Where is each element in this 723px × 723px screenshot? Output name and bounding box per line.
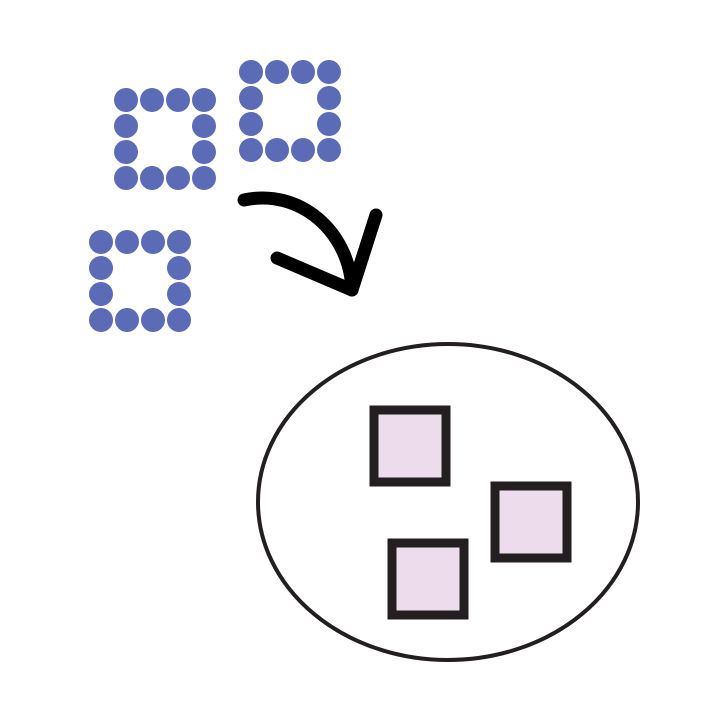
- filled-square-icon: [387, 538, 469, 620]
- dot: [114, 114, 138, 138]
- dot: [167, 282, 191, 306]
- dot: [141, 308, 165, 332]
- dot: [239, 86, 263, 110]
- filled-square-icon: [490, 481, 572, 563]
- dotted-square-icon: [89, 230, 191, 332]
- container-oval: [256, 342, 640, 662]
- dot: [317, 138, 341, 162]
- dot: [167, 308, 191, 332]
- dot: [239, 138, 263, 162]
- dot: [114, 88, 138, 112]
- dotted-square-icon: [239, 60, 341, 162]
- dot: [140, 166, 164, 190]
- dot: [89, 308, 113, 332]
- dot: [291, 138, 315, 162]
- dot: [192, 140, 216, 164]
- dot: [239, 112, 263, 136]
- dot: [115, 308, 139, 332]
- dot: [192, 114, 216, 138]
- curved-arrow-icon: [237, 191, 359, 297]
- filled-square-icon: [369, 405, 451, 487]
- dot: [192, 88, 216, 112]
- dot: [115, 230, 139, 254]
- dot: [317, 60, 341, 84]
- dotted-square-icon: [114, 88, 216, 190]
- inner-square-group: [369, 405, 572, 620]
- dot: [89, 282, 113, 306]
- dot: [317, 112, 341, 136]
- dot: [291, 60, 315, 84]
- dot: [239, 60, 263, 84]
- dot: [167, 256, 191, 280]
- dot-square-group: [89, 60, 341, 332]
- dot: [89, 230, 113, 254]
- dot: [265, 60, 289, 84]
- dot: [167, 230, 191, 254]
- dot: [114, 140, 138, 164]
- arrow-head-icon: [270, 208, 383, 297]
- dot: [192, 166, 216, 190]
- dot: [166, 166, 190, 190]
- dot: [114, 166, 138, 190]
- dot: [265, 138, 289, 162]
- dot: [140, 88, 164, 112]
- dot: [166, 88, 190, 112]
- dot: [141, 230, 165, 254]
- dot: [317, 86, 341, 110]
- dot: [89, 256, 113, 280]
